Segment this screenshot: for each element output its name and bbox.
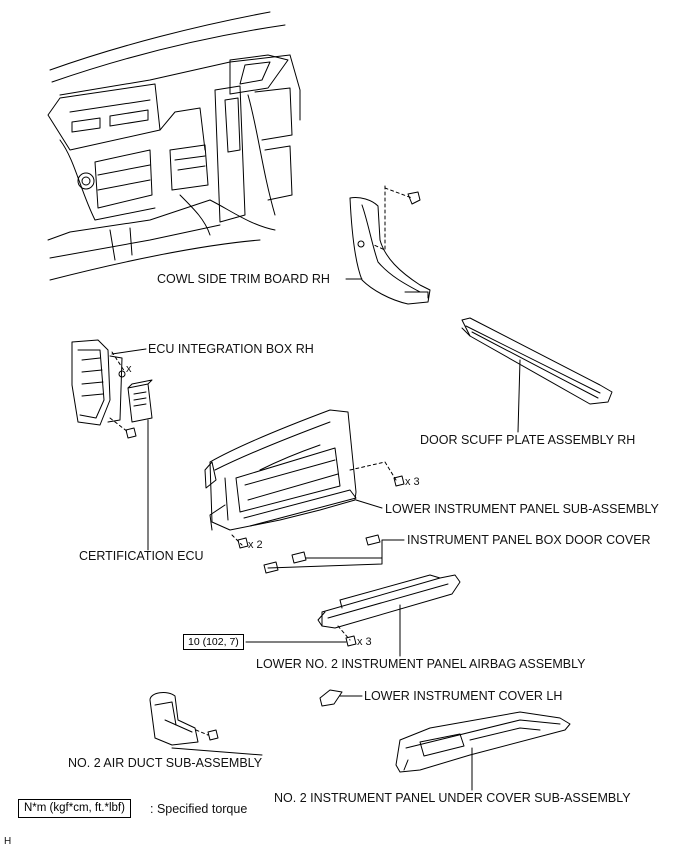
torque-spec-box: 10 (102, 7) xyxy=(183,634,244,650)
label-certification-ecu: CERTIFICATION ECU xyxy=(79,549,204,563)
under-cover-drawing xyxy=(395,711,571,773)
qty-airbag-bolts: x 3 xyxy=(357,636,372,648)
qty-ecu-box-screw: x xyxy=(126,363,132,375)
air-duct-drawing xyxy=(149,692,219,746)
cowl-side-trim-board-rh-drawing xyxy=(349,185,431,305)
ecu-integration-box-drawing xyxy=(71,339,137,439)
corner-mark: H xyxy=(4,836,12,847)
leader-lines xyxy=(111,278,521,791)
lower-instrument-cover-lh-drawing xyxy=(319,689,343,707)
label-cowl-side-trim-board-rh: COWL SIDE TRIM BOARD RH xyxy=(157,272,330,286)
legend-torque-unit-box: N*m (kgf*cm, ft.*lbf) xyxy=(18,799,131,818)
label-door-scuff-plate-assembly-rh: DOOR SCUFF PLATE ASSEMBLY RH xyxy=(420,433,636,447)
certification-ecu-drawing xyxy=(127,379,153,423)
label-no2-instrument-panel-under-cover-sub-assembly: NO. 2 INSTRUMENT PANEL UNDER COVER SUB-A… xyxy=(274,791,631,805)
label-no2-air-duct-sub-assembly: NO. 2 AIR DUCT SUB-ASSEMBLY xyxy=(68,756,263,770)
legend-description: : Specified torque xyxy=(150,802,248,816)
box-door-covers-drawing xyxy=(263,534,381,574)
door-scuff-plate-drawing xyxy=(461,317,613,405)
label-ecu-integration-box-rh: ECU INTEGRATION BOX RH xyxy=(148,342,314,356)
qty-lower-panel-screws: x 3 xyxy=(405,476,420,488)
airbag-assembly-drawing xyxy=(317,574,461,647)
label-instrument-panel-box-door-cover: INSTRUMENT PANEL BOX DOOR COVER xyxy=(407,533,651,547)
label-lower-instrument-cover-lh: LOWER INSTRUMENT COVER LH xyxy=(364,689,563,703)
lower-instrument-panel-drawing xyxy=(204,409,405,549)
qty-lower-panel-bolts: x 2 xyxy=(248,539,263,551)
label-lower-instrument-panel-sub-assembly: LOWER INSTRUMENT PANEL SUB-ASSEMBLY xyxy=(385,502,659,516)
label-lower-no2-instrument-panel-airbag-assembly: LOWER NO. 2 INSTRUMENT PANEL AIRBAG ASSE… xyxy=(256,657,586,671)
dashboard-overview-drawing xyxy=(47,11,301,281)
